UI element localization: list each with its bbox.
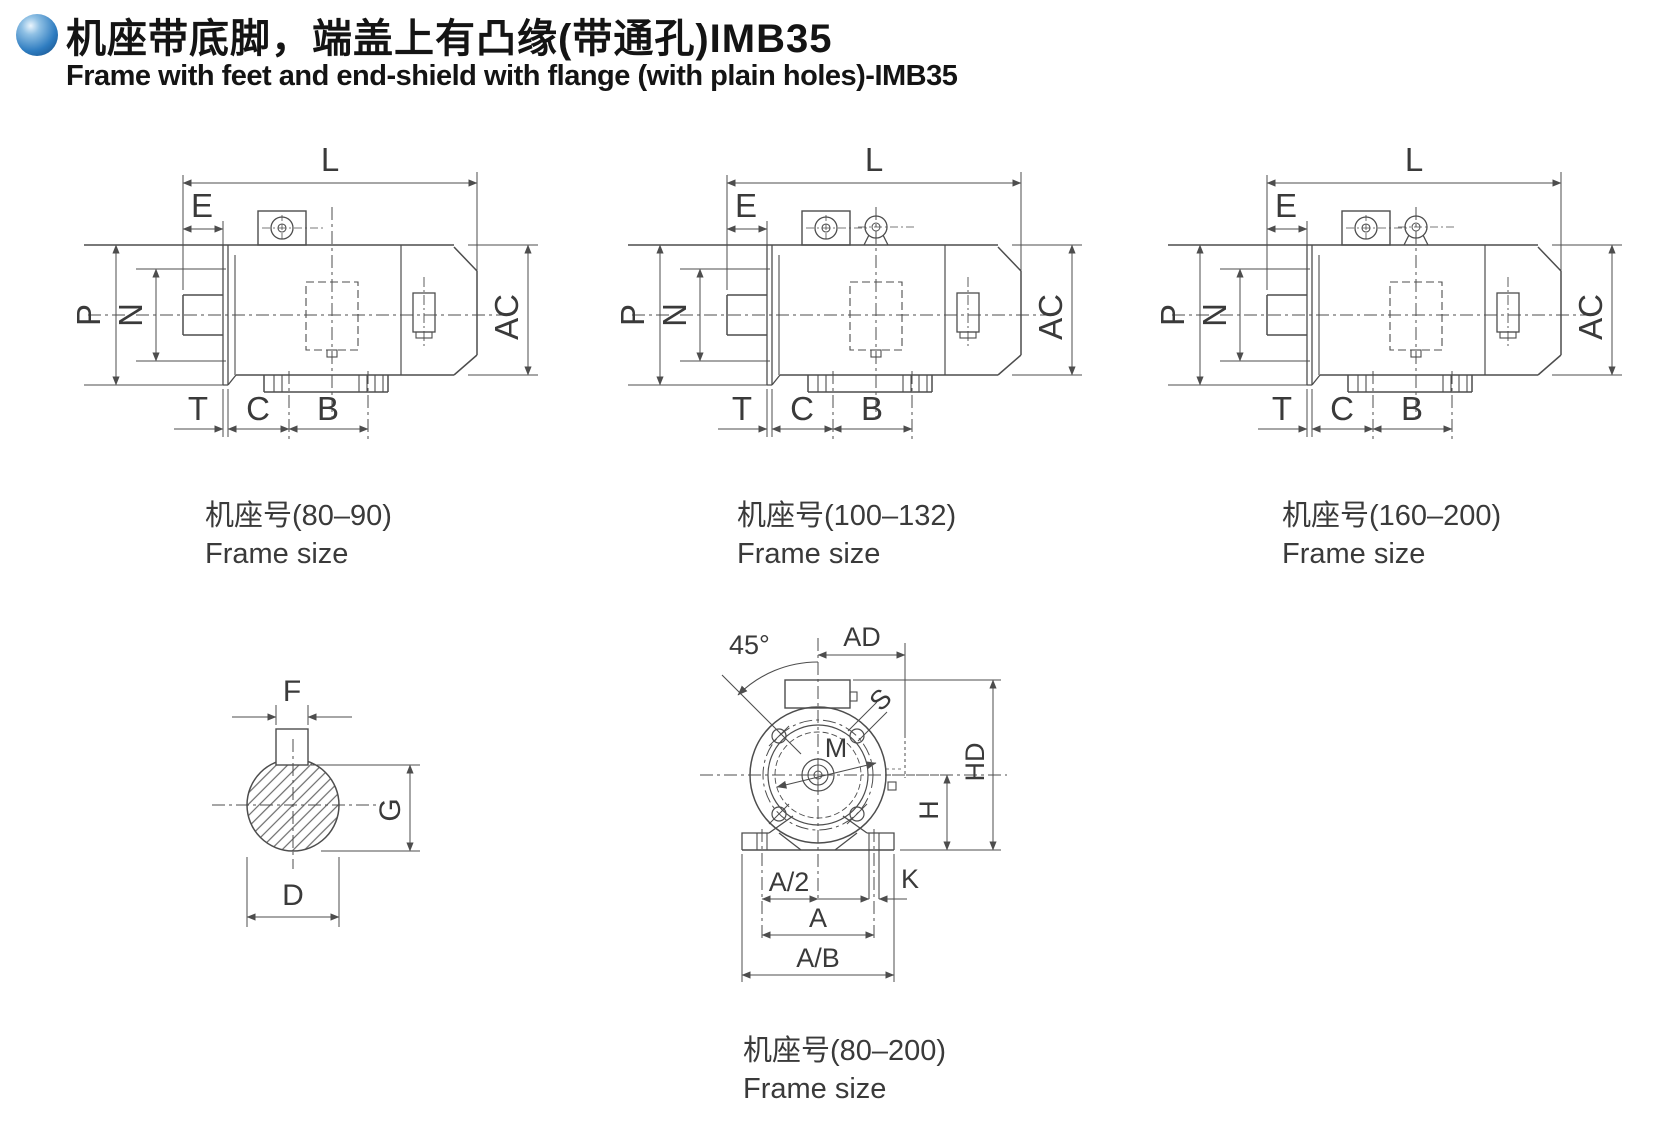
dim-label-T: T	[732, 390, 752, 427]
dim-label-N: N	[112, 303, 149, 327]
caption-en: Frame size	[743, 1073, 887, 1106]
dim-label-AD: AD	[843, 622, 881, 652]
dim-label-P: P	[620, 304, 651, 326]
front-view-diagram: 45° AD S M HD H A/2 K A A/B	[700, 622, 1007, 982]
caption-frame-80-90: 机座号(80–90) Frame size	[205, 497, 392, 574]
dim-label-E: E	[1275, 187, 1297, 224]
dim-label-F: F	[283, 675, 301, 708]
caption-en: Frame size	[1282, 538, 1426, 571]
side-view-diagram-100-132: L E P N AC T C B	[620, 141, 1100, 455]
caption-zh: 机座号(100–132)	[737, 500, 957, 532]
dim-label-H: H	[914, 800, 944, 820]
dim-label-L: L	[865, 141, 883, 178]
shaft-section-diagram: F G D	[212, 675, 420, 927]
dim-label-L: L	[321, 141, 339, 178]
dim-label-D: D	[282, 879, 304, 912]
dim-label-C: C	[246, 390, 270, 427]
dim-label-P: P	[1160, 304, 1191, 326]
caption-zh: 机座号(80–200)	[743, 1035, 947, 1067]
bullet-icon	[16, 14, 58, 56]
dim-label-A: A	[809, 903, 827, 933]
caption-frame-80-200: 机座号(80–200) Frame size	[743, 1032, 946, 1109]
dim-label-45deg: 45°	[729, 630, 770, 660]
dim-label-P: P	[76, 304, 107, 326]
dim-label-L: L	[1405, 141, 1423, 178]
caption-frame-100-132: 机座号(100–132) Frame size	[737, 497, 956, 574]
eyebolt-icon	[857, 215, 915, 246]
dim-label-A-half: A/2	[769, 867, 810, 897]
dim-label-AC: AC	[488, 294, 525, 340]
caption-frame-160-200: 机座号(160–200) Frame size	[1282, 497, 1501, 574]
dim-label-HD: HD	[960, 743, 990, 782]
side-view-diagram-80-90: L E P N AC T C B	[76, 141, 556, 455]
dim-label-E: E	[191, 187, 213, 224]
eyebolt-icon	[1397, 215, 1455, 246]
dim-label-N: N	[656, 303, 693, 327]
dim-label-C: C	[790, 390, 814, 427]
side-view-diagram-160-200: L E P N AC T C B	[1160, 141, 1640, 455]
dim-label-C: C	[1330, 390, 1354, 427]
page-title-en: Frame with feet and end-shield with flan…	[66, 60, 958, 92]
dim-label-N: N	[1196, 303, 1233, 327]
dim-label-B: B	[317, 390, 339, 427]
dim-label-G: G	[374, 798, 407, 821]
page-title-zh: 机座带底脚，端盖上有凸缘(带通孔)IMB35	[66, 17, 833, 61]
caption-en: Frame size	[737, 538, 881, 571]
dim-label-AC: AC	[1032, 294, 1069, 340]
dim-label-A-B: A/B	[796, 943, 840, 973]
dim-label-M: M	[825, 733, 848, 763]
dim-label-B: B	[861, 390, 883, 427]
dim-label-AC: AC	[1572, 294, 1609, 340]
dim-label-T: T	[188, 390, 208, 427]
dim-label-K: K	[901, 864, 919, 894]
dim-label-E: E	[735, 187, 757, 224]
caption-en: Frame size	[205, 538, 349, 571]
dim-label-B: B	[1401, 390, 1423, 427]
dim-label-T: T	[1272, 390, 1292, 427]
caption-zh: 机座号(160–200)	[1282, 500, 1502, 532]
dim-label-S: S	[864, 683, 898, 717]
caption-zh: 机座号(80–90)	[205, 500, 392, 532]
